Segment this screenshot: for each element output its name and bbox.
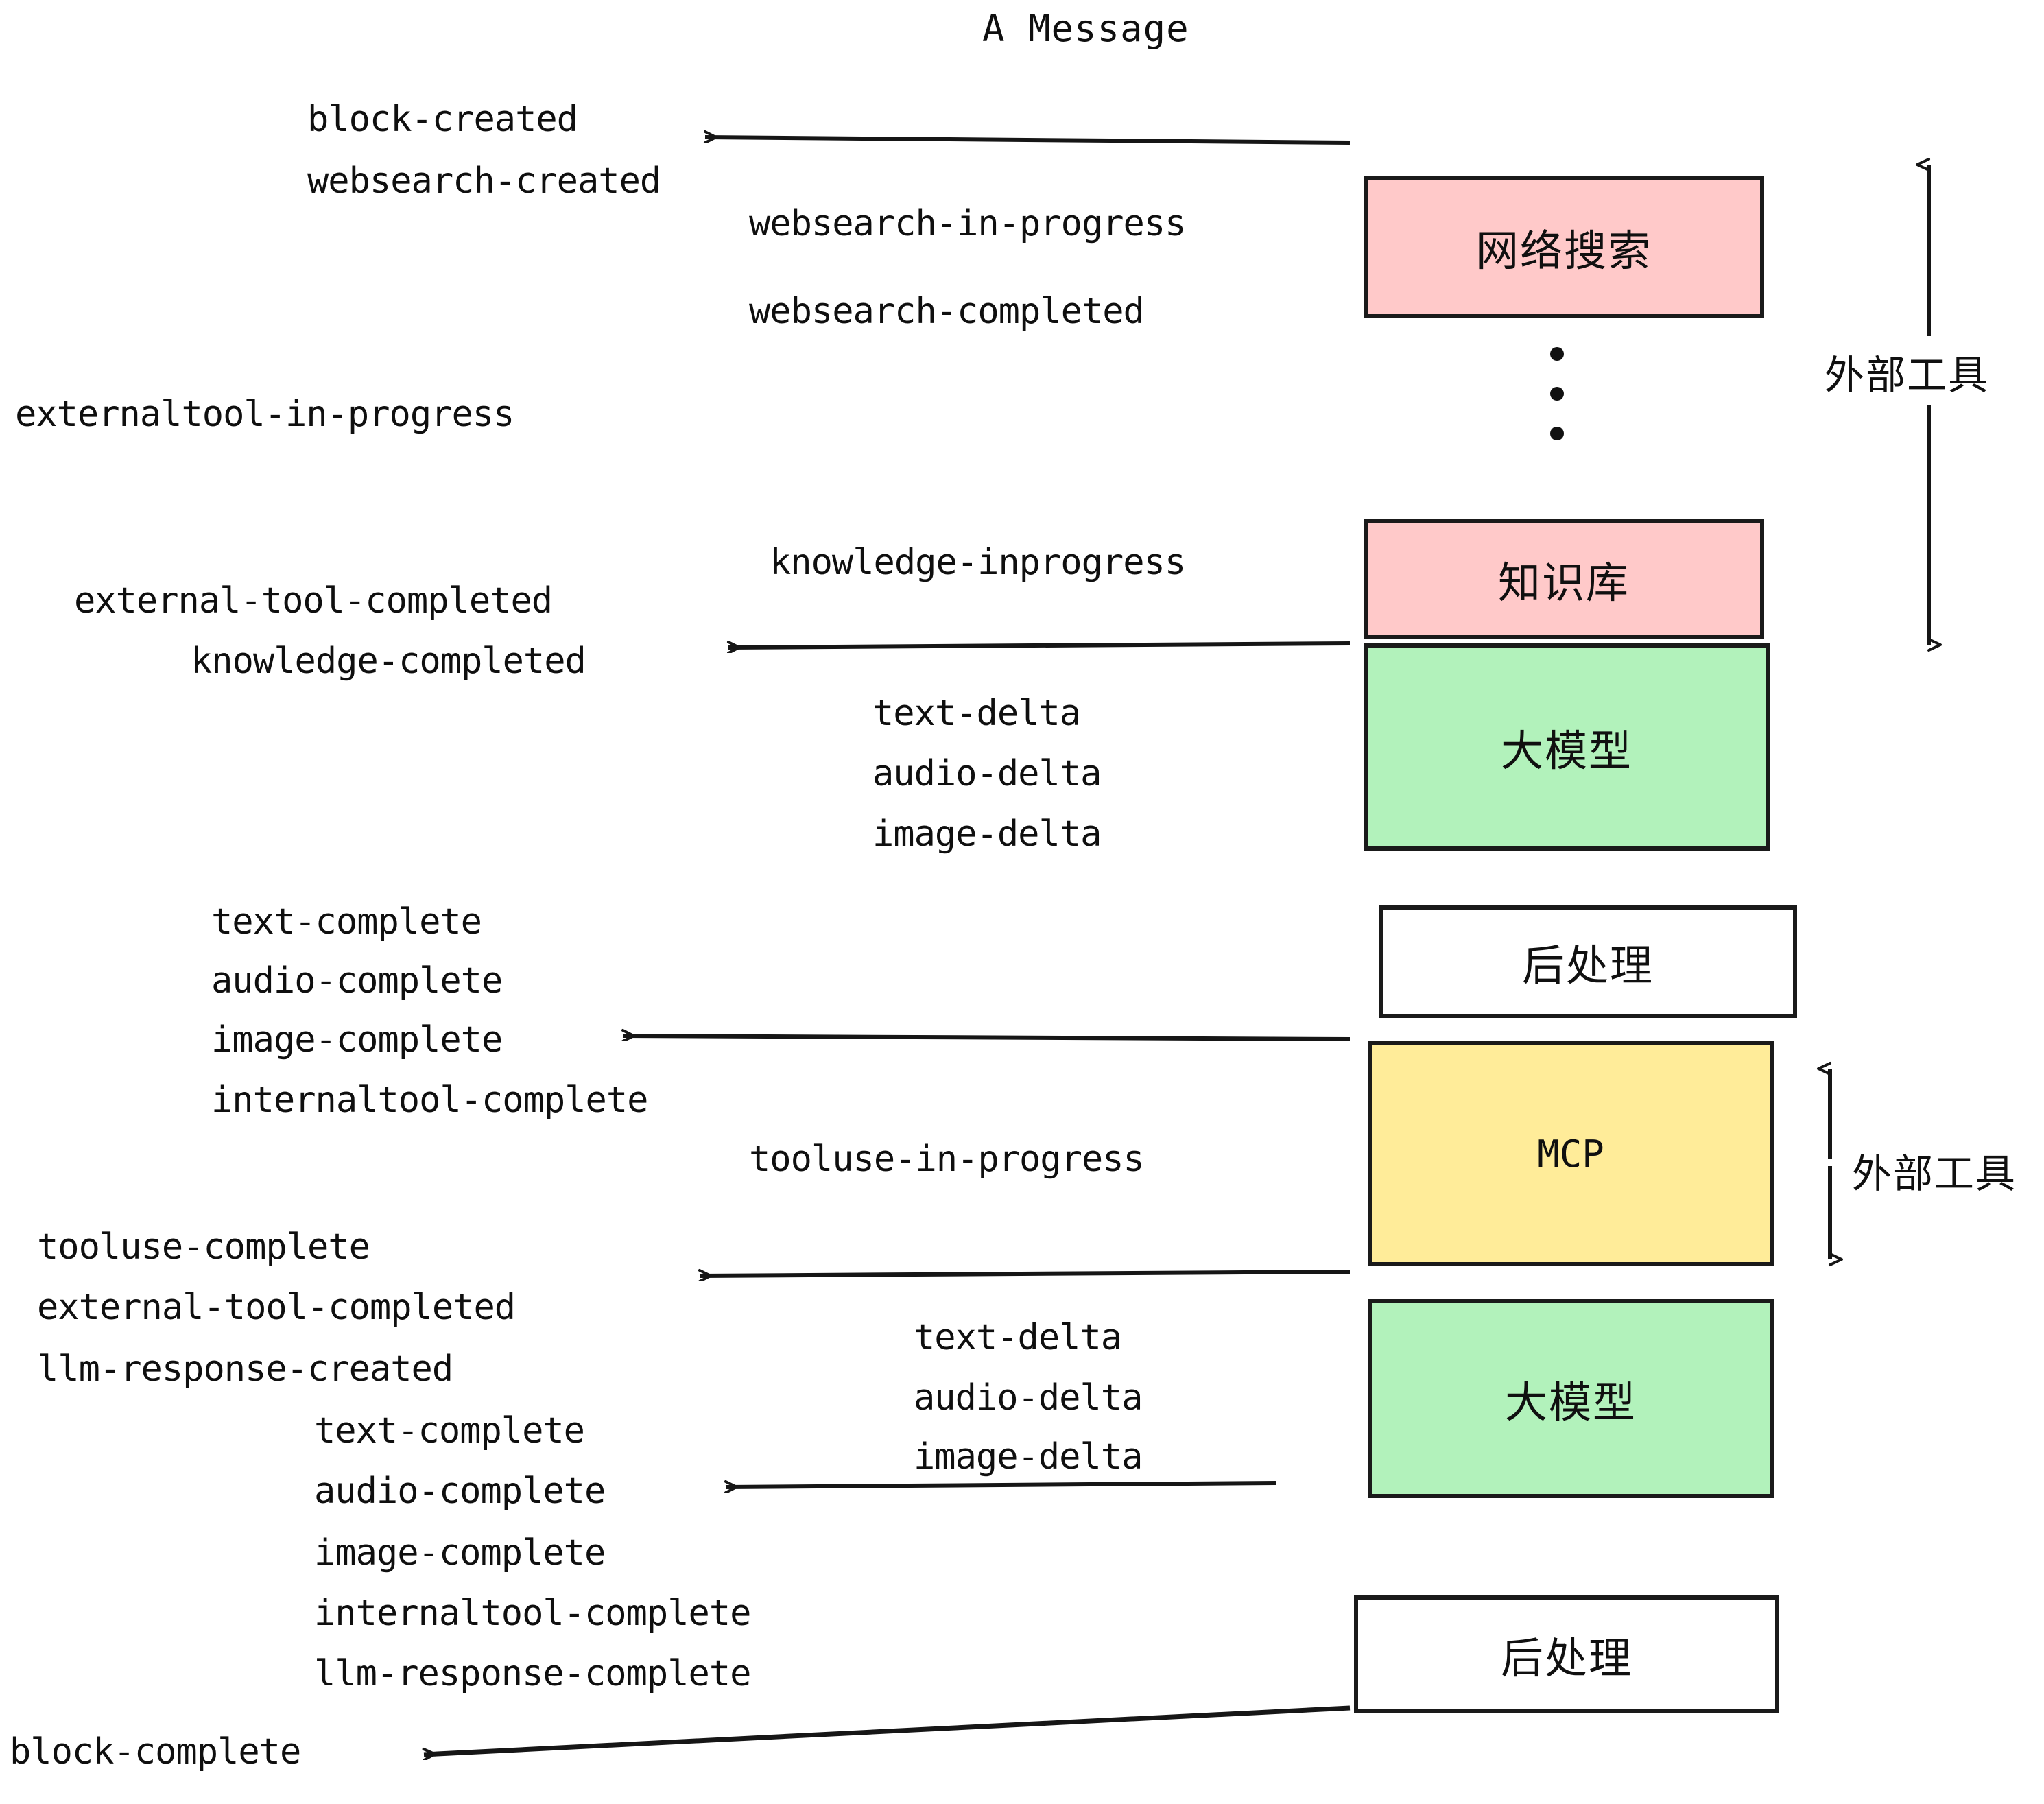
- node-websearch: 网络搜索: [1364, 176, 1764, 318]
- event-text-delta-1: text-delta: [872, 693, 1081, 734]
- event-tooluse-in-progress: tooluse-in-progress: [749, 1139, 1145, 1180]
- event-internaltool-complete-2: internaltool-complete: [314, 1593, 751, 1634]
- label-external-tools-lower: 外部工具: [1852, 1150, 2017, 1197]
- event-image-delta-2: image-delta: [914, 1436, 1143, 1477]
- event-block-complete: block-complete: [10, 1731, 301, 1772]
- event-block-created: block-created: [307, 99, 578, 140]
- event-text-delta-2: text-delta: [914, 1317, 1122, 1358]
- event-image-delta-1: image-delta: [872, 814, 1102, 855]
- node-knowledge: 知识库: [1364, 519, 1764, 639]
- node-llm-lower: 大模型: [1368, 1299, 1774, 1498]
- event-websearch-in-progress: websearch-in-progress: [749, 203, 1186, 244]
- event-audio-complete-1: audio-complete: [211, 960, 503, 1001]
- arrow-knowledge-to-completed: [728, 643, 1351, 648]
- event-llm-response-complete: llm-response-complete: [314, 1653, 751, 1694]
- event-text-complete-1: text-complete: [211, 901, 482, 942]
- page-title: A Message: [982, 7, 1189, 50]
- event-websearch-completed: websearch-completed: [749, 291, 1145, 332]
- event-image-complete-1: image-complete: [211, 1019, 503, 1060]
- arrow-mcp-to-tooluse-complete: [700, 1272, 1351, 1276]
- event-externaltool-in-progress: externaltool-in-progress: [15, 394, 514, 435]
- event-knowledge-inprogress: knowledge-inprogress: [770, 542, 1186, 583]
- event-external-tool-completed-1: external-tool-completed: [74, 580, 553, 621]
- arrow-llm-to-audio-complete: [726, 1483, 1276, 1487]
- event-knowledge-completed: knowledge-completed: [191, 641, 586, 682]
- event-audio-complete-2: audio-complete: [314, 1471, 606, 1512]
- arrow-websearch-to-created: [705, 137, 1351, 145]
- node-postprocess-upper: 后处理: [1379, 905, 1797, 1018]
- event-tooluse-complete: tooluse-complete: [37, 1226, 370, 1268]
- arrow-postprocess-to-block-complete: [424, 1705, 1351, 1755]
- event-websearch-created: websearch-created: [307, 161, 661, 202]
- node-llm-upper: 大模型: [1364, 643, 1770, 851]
- event-internaltool-complete-1: internaltool-complete: [211, 1080, 648, 1121]
- event-llm-response-created: llm-response-created: [37, 1349, 453, 1390]
- node-mcp: MCP: [1368, 1041, 1774, 1266]
- event-text-complete-2: text-complete: [314, 1410, 585, 1451]
- node-postprocess-lower: 后处理: [1354, 1595, 1779, 1713]
- event-audio-delta-2: audio-delta: [914, 1377, 1143, 1419]
- label-external-tools-upper: 外部工具: [1825, 352, 1990, 399]
- event-audio-delta-1: audio-delta: [872, 753, 1102, 794]
- event-external-tool-completed-2: external-tool-completed: [37, 1287, 516, 1328]
- ellipsis-dots: [1550, 347, 1564, 466]
- arrow-postprocess-to-image-complete: [623, 1036, 1351, 1039]
- event-image-complete-2: image-complete: [314, 1532, 606, 1574]
